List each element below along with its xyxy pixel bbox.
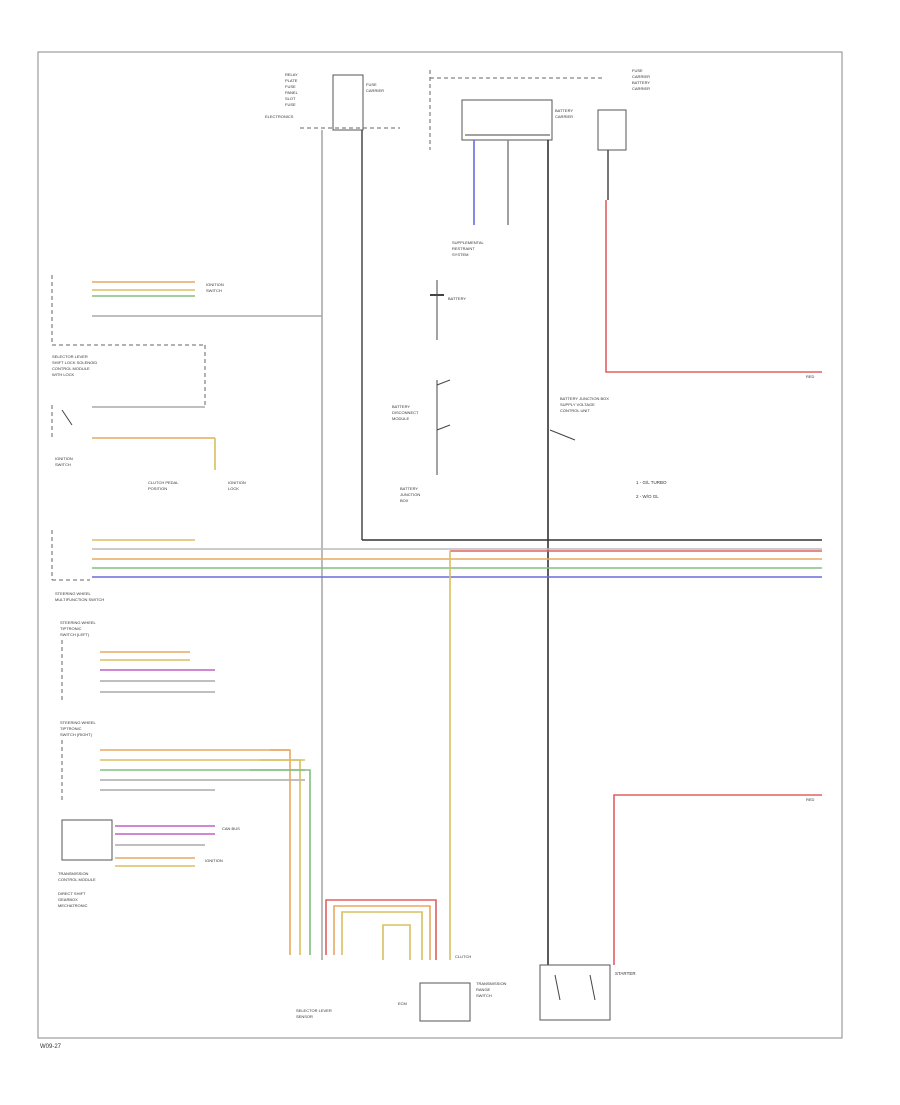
svg-text:SWITCH (RIGHT): SWITCH (RIGHT) [60, 732, 93, 737]
starter: STARTER RED [539, 794, 822, 1021]
svg-text:CONTROL MODULE: CONTROL MODULE [52, 366, 90, 371]
svg-text:MECHATRONIC: MECHATRONIC [58, 903, 88, 908]
svg-text:TRANSMISSION: TRANSMISSION [476, 981, 507, 986]
svg-text:SHIFT LOCK SOLENOID: SHIFT LOCK SOLENOID [52, 360, 97, 365]
svg-text:FUSE: FUSE [285, 102, 296, 107]
svg-text:MODULE: MODULE [392, 416, 409, 421]
svg-text:BATTERY JUNCTION BOX: BATTERY JUNCTION BOX [560, 396, 609, 401]
svg-text:SYSTEM: SYSTEM [452, 252, 468, 257]
svg-text:CLUTCH PEDAL: CLUTCH PEDAL [148, 480, 179, 485]
svg-text:POSITION: POSITION [148, 486, 167, 491]
svg-text:TIPTRONIC: TIPTRONIC [60, 626, 82, 631]
svg-text:SELECTOR LEVER: SELECTOR LEVER [52, 354, 88, 359]
svg-text:SWITCH: SWITCH [476, 993, 492, 998]
svg-text:SLOT: SLOT [285, 96, 296, 101]
svg-text:CARRIER: CARRIER [632, 74, 650, 79]
note-2: 2 - W/O GL [636, 494, 659, 499]
battery-icon: BATTERY [430, 280, 466, 340]
svg-text:LOCK: LOCK [228, 486, 239, 491]
svg-text:SENSOR: SENSOR [296, 1014, 313, 1019]
svg-text:CARRIER: CARRIER [632, 86, 650, 91]
svg-text:SWITCH (LEFT): SWITCH (LEFT) [60, 632, 90, 637]
svg-text:CARRIER: CARRIER [366, 88, 384, 93]
svg-text:SUPPLEMENTAL: SUPPLEMENTAL [452, 240, 484, 245]
svg-text:BATTERY: BATTERY [632, 80, 650, 85]
svg-text:RELAY: RELAY [285, 72, 298, 77]
svg-text:BATTERY: BATTERY [448, 296, 466, 301]
svg-text:STARTER: STARTER [615, 971, 636, 976]
svg-text:SWITCH: SWITCH [206, 288, 222, 293]
svg-text:PANEL: PANEL [285, 90, 299, 95]
svg-text:WITH LOCK: WITH LOCK [52, 372, 75, 377]
svg-text:PLATE: PLATE [285, 78, 298, 83]
wire-red-top [605, 200, 822, 373]
note-1: 1 - G/L TURBO [636, 480, 667, 485]
svg-text:MULTIFUNCTION SWITCH: MULTIFUNCTION SWITCH [55, 597, 104, 602]
svg-text:DIRECT SHIFT: DIRECT SHIFT [58, 891, 86, 896]
svg-text:CONTROL MODULE: CONTROL MODULE [58, 877, 96, 882]
svg-text:DISCONNECT: DISCONNECT [392, 410, 419, 415]
svg-text:CONTROL UNIT: CONTROL UNIT [560, 408, 590, 413]
svg-text:FUSE: FUSE [632, 68, 643, 73]
svg-text:STEERING WHEEL: STEERING WHEEL [55, 591, 92, 596]
battery-junction-switch: BATTERY JUNCTION BOX SUPPLY VOLTAGE CONT… [549, 396, 609, 441]
svg-text:BATTERY: BATTERY [555, 108, 573, 113]
svg-text:SELECTOR LEVER: SELECTOR LEVER [296, 1008, 332, 1013]
svg-text:IGNITION: IGNITION [206, 282, 224, 287]
svg-text:TRANSMISSION: TRANSMISSION [58, 871, 89, 876]
diagram-frame [37, 51, 843, 1039]
svg-text:SWITCH: SWITCH [55, 462, 71, 467]
svg-text:TIPTRONIC: TIPTRONIC [60, 726, 82, 731]
svg-text:FUSE: FUSE [285, 84, 296, 89]
svg-text:BOX: BOX [400, 498, 409, 503]
svg-text:RANGE: RANGE [476, 987, 491, 992]
svg-text:CARRIER: CARRIER [555, 114, 573, 119]
svg-text:ELECTRONICS: ELECTRONICS [265, 114, 294, 119]
footer-id: W09-27 [40, 1044, 62, 1050]
svg-text:CAN BUS: CAN BUS [222, 826, 240, 831]
svg-text:RED: RED [806, 797, 815, 802]
svg-text:CLUTCH: CLUTCH [455, 954, 471, 959]
svg-text:IGNITION: IGNITION [205, 858, 223, 863]
svg-text:IGNITION: IGNITION [228, 480, 246, 485]
svg-text:ECM: ECM [398, 1001, 407, 1006]
svg-text:RESTRAINT: RESTRAINT [452, 246, 475, 251]
svg-text:STEERING WHEEL: STEERING WHEEL [60, 620, 97, 625]
svg-text:GEARBOX: GEARBOX [58, 897, 78, 902]
svg-text:IGNITION: IGNITION [55, 456, 73, 461]
svg-text:BATTERY: BATTERY [400, 486, 418, 491]
svg-text:SUPPLY VOLTAGE: SUPPLY VOLTAGE [560, 402, 595, 407]
bus-wires: STEERING WHEEL MULTIFUNCTION SWITCH [51, 530, 822, 602]
svg-text:BATTERY: BATTERY [392, 404, 410, 409]
svg-text:FUSE: FUSE [366, 82, 377, 87]
svg-text:JUNCTION: JUNCTION [400, 492, 420, 497]
legend-notes: 1 - G/L TURBO 2 - W/O GL [636, 480, 667, 499]
svg-text:STEERING WHEEL: STEERING WHEEL [60, 720, 97, 725]
svg-text:RED: RED [806, 374, 815, 379]
